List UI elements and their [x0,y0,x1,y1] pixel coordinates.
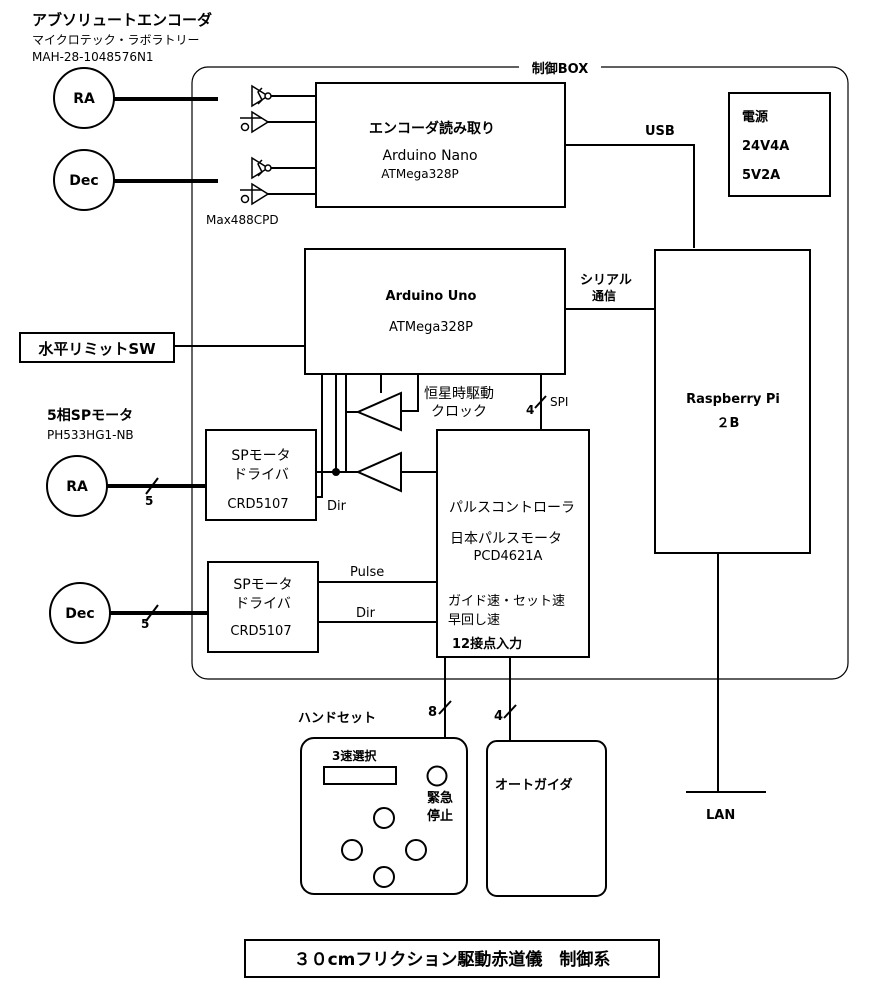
encoder-reader-mcu: ATMega328P [381,167,458,181]
ra-pulse-junction [332,468,340,476]
limit-switch-label: 水平リミットSW [38,340,156,358]
spi-count: 4 [526,403,534,417]
motor-dec-label: Dec [65,606,94,622]
pulse-controller-speeds-1: ガイド速・セット速 [448,594,565,609]
max488-output-wires [268,95,316,195]
direction-button-up [373,807,395,829]
raspberry-pi-model: ２B [717,416,740,431]
lan-label: LAN [706,808,735,823]
emergency-stop-button [426,765,448,787]
ra-driver-model: CRD5107 [227,497,288,512]
serial-label-line-1: シリアル [580,273,632,288]
motor-ra-label: RA [66,479,88,495]
power-box [728,92,831,197]
ra-driver-line-2: ドライバ [233,467,289,483]
diagram-title: ３０cmフリクション駆動赤道儀 制御系 [294,949,611,970]
sidereal-clock-line-2: クロック [431,404,487,420]
direction-button-down [373,866,395,888]
ra-driver-box [205,429,317,521]
raspberry-pi-box [654,249,811,554]
encoder-reader-board: Arduino Nano [382,148,477,164]
pulse-controller-maker: 日本パルスモータ [450,531,562,547]
encoder-reader-box [315,82,566,208]
raspberry-pi-title: Raspberry Pi [686,392,780,407]
encoder-ra-label: RA [73,91,95,107]
spi-label: SPI [550,395,568,409]
control-box-label: 制御BOX [532,61,589,77]
motor-model: PH533HG1-NB [47,428,134,442]
dec-driver-line-2: ドライバ [235,596,291,612]
motor-dec-bus-count: 5 [141,617,149,631]
encoder-dec-label: Dec [69,173,98,189]
handset-selector-label: 3速選択 [332,748,377,763]
encoder-title: アブソリュートエンコーダ [32,11,212,29]
control-box-label-bg [519,59,601,77]
autoguider-bus-count: 4 [494,709,503,724]
arduino-uno-box [304,248,566,375]
encoder-maker: マイクロテック・ラボラトリー [32,33,200,47]
usb-label: USB [645,124,675,139]
arduino-uno-mcu: ATMega328P [389,320,473,335]
diagram-title-box [244,939,660,978]
ra-dir-label: Dir [327,499,347,514]
power-line-2: 5V2A [742,168,780,183]
dec-driver-model: CRD5107 [230,624,291,639]
dec-driver-line-1: SPモータ [233,577,292,593]
motor-dec-bus-slash [145,604,159,622]
motor-title: 5相SPモータ [47,407,133,424]
pulse-controller-inputs: 12接点入力 [452,636,522,652]
handset-bus-slash [438,700,452,715]
max488-label: Max488CPD [206,213,279,227]
motor-ra-bus-count: 5 [145,494,153,508]
speed-selector-switch [323,766,397,785]
spi-bus-slash [534,395,547,409]
dec-driver-box [207,561,319,653]
encoder-model: MAH-28-1048576N1 [32,50,154,64]
emergency-stop-line-1: 緊急 [427,790,453,806]
pulse-controller-box [436,429,590,658]
handset-title: ハンドセット [298,711,376,726]
handset-bus-count: 8 [428,705,437,720]
power-line-1: 24V4A [742,139,789,154]
sidereal-clock-line-1: 恒星時駆動 [424,386,494,402]
autoguider-label: オートガイダ [495,777,572,793]
usb-wire [565,144,695,248]
max488-receivers [240,84,272,206]
arduino-uno-title: Arduino Uno [386,289,477,304]
power-title: 電源 [742,109,768,125]
limit-switch-box [19,332,175,363]
autoguider-box [486,740,607,897]
dec-dir-label: Dir [356,606,376,621]
pulse-select-buffer [355,451,402,493]
pulse-controller-speeds-2: 早回し速 [448,613,500,628]
serial-label-line-2: 通信 [592,288,616,303]
ra-driver-line-1: SPモータ [231,448,290,464]
pulse-controller-title: パルスコントローラ [449,500,575,516]
encoder-reader-title: エンコーダ読み取り [369,120,495,137]
motor-ra-bus-slash [145,477,159,495]
sidereal-clock-buffer [355,391,402,432]
ra-drive-wiring [316,374,437,498]
pulse-controller-model: PCD4621A [474,549,543,564]
emergency-stop-line-2: 停止 [427,808,453,824]
direction-button-right [405,839,427,861]
direction-button-left [341,839,363,861]
autoguider-bus-slash [503,704,517,719]
dec-pulse-label: Pulse [350,565,384,580]
